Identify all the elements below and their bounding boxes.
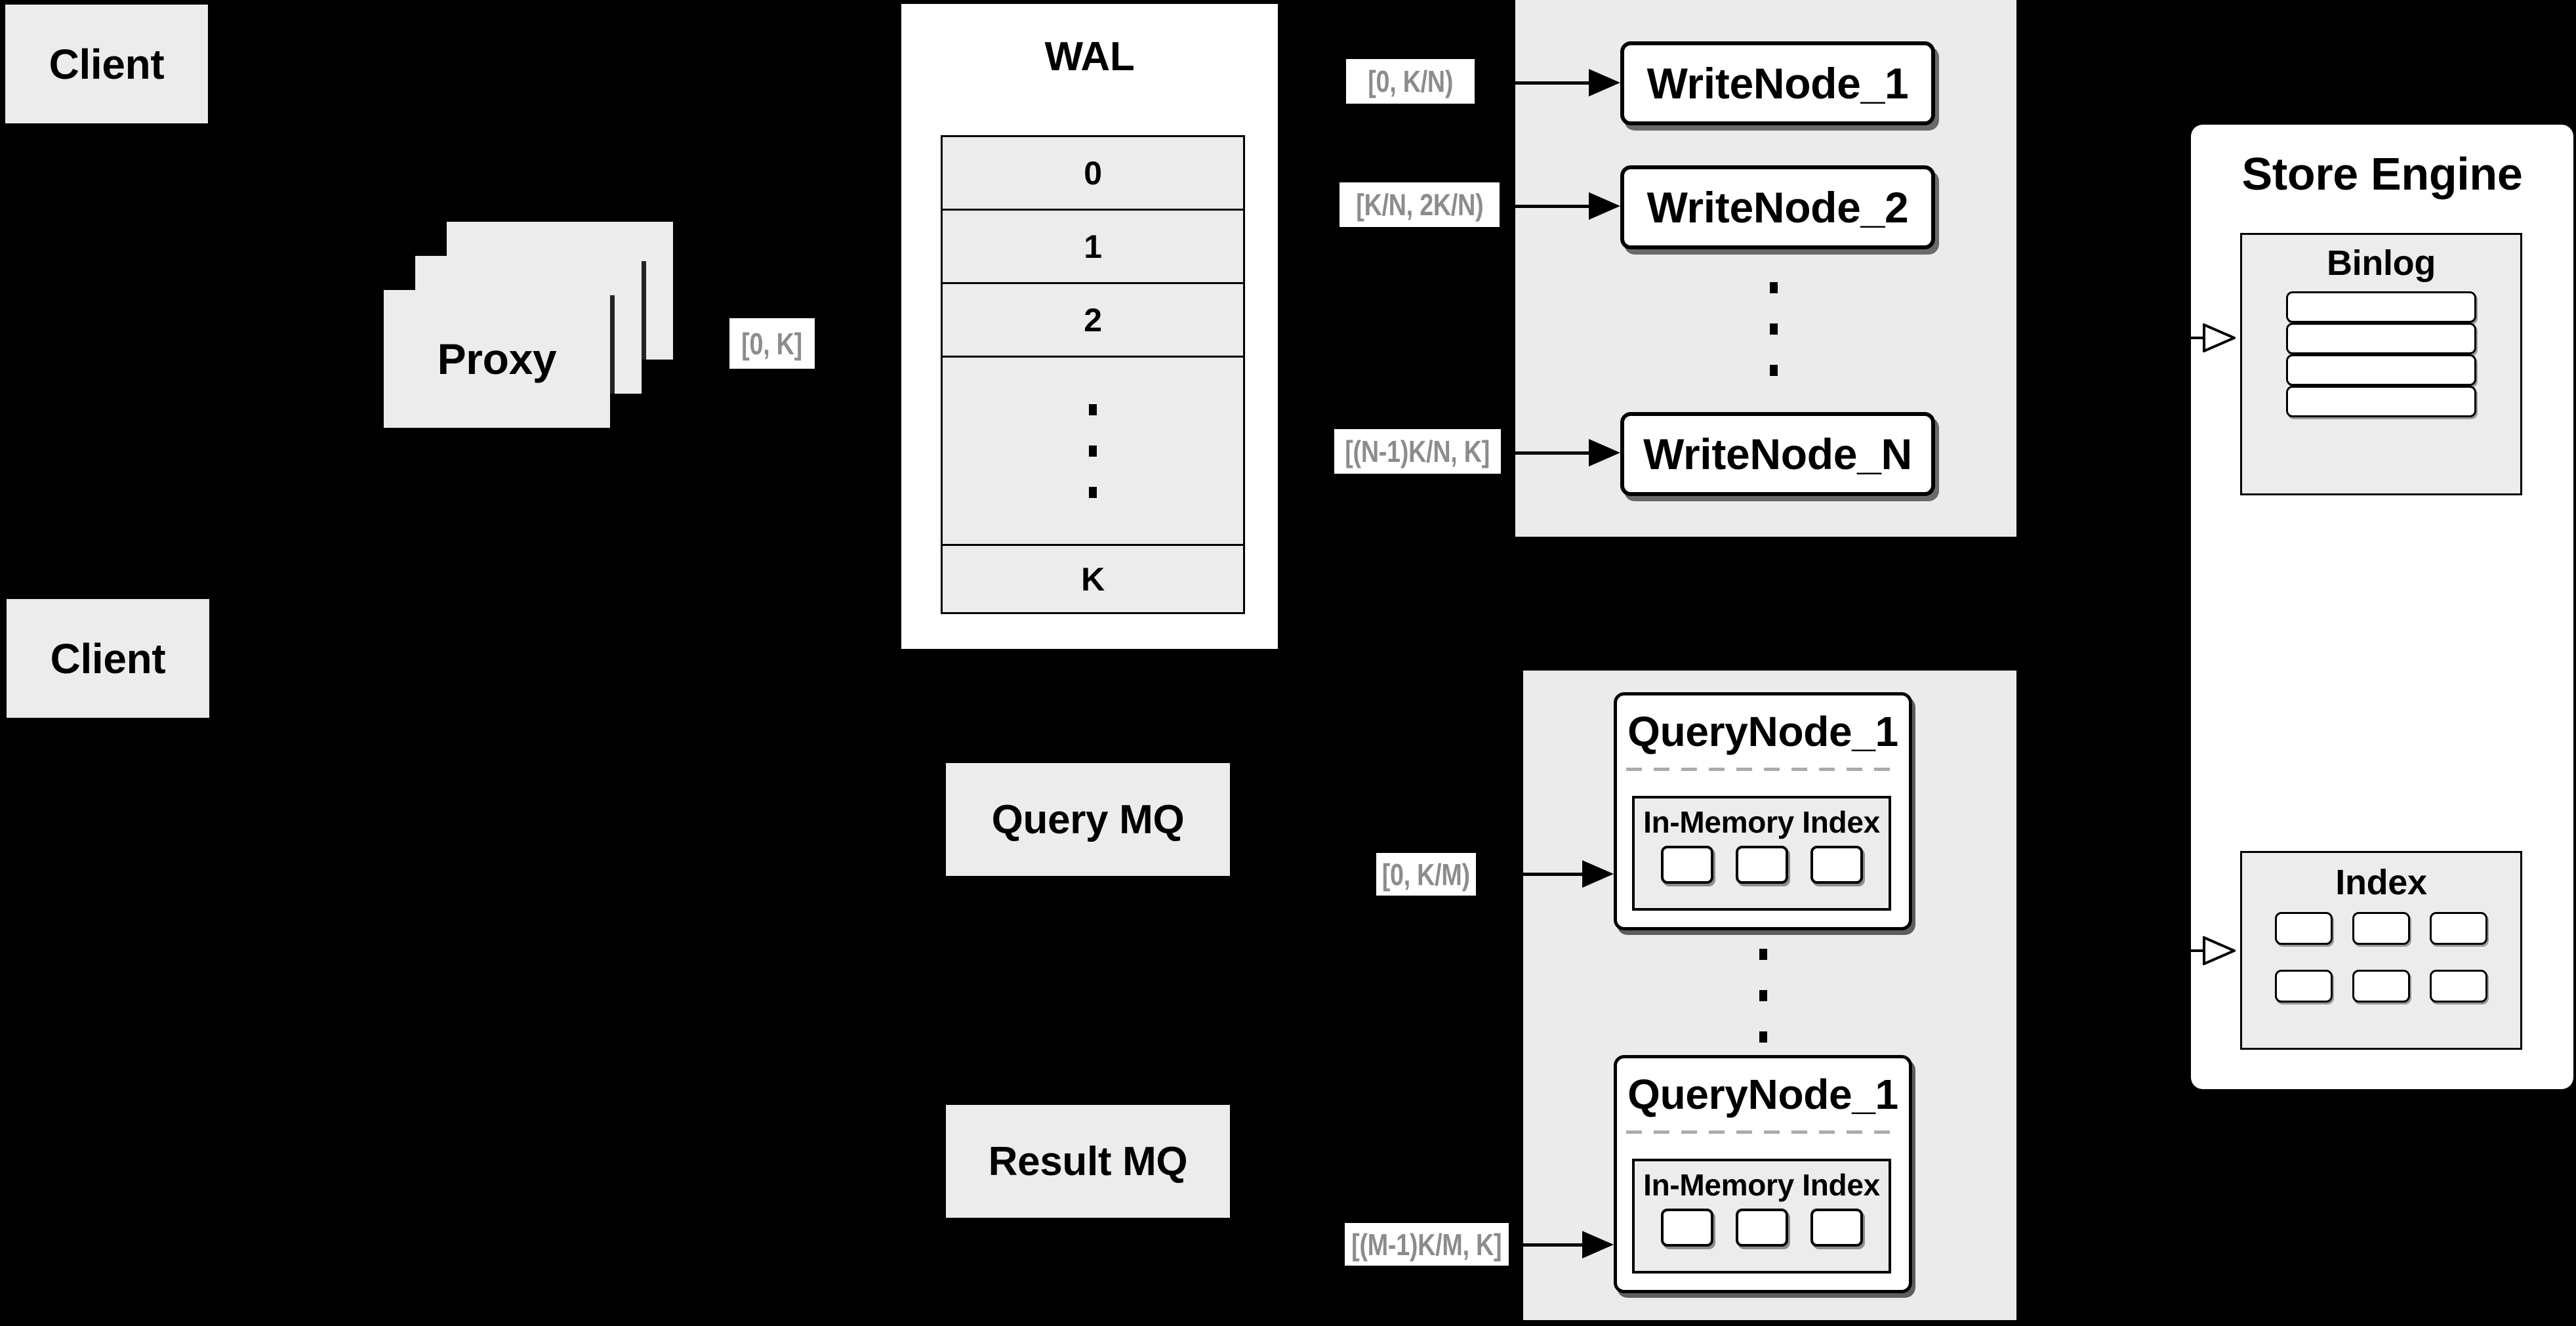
index-chunk [1660, 1209, 1713, 1247]
range-label-query-1: [0, K/M) [1376, 853, 1476, 896]
index-cell [2430, 970, 2487, 1003]
result-mq-label: Result MQ [988, 1138, 1188, 1184]
index-chunk [1810, 1209, 1863, 1247]
in-memory-index-top-title: In-Memory Index [1643, 805, 1880, 839]
index-cell [2352, 912, 2410, 945]
wal-row-ellipsis [943, 358, 1243, 546]
query-mq-box: Query MQ [946, 763, 1230, 876]
wal-row-k: K [943, 546, 1243, 612]
query-node-bottom-divider [1626, 1130, 1900, 1134]
range-label-proxy-wal: [0, K] [729, 318, 815, 369]
index-cell [2352, 970, 2410, 1003]
query-node-top-divider [1626, 768, 1900, 771]
wal-table: 0 1 2 K [941, 135, 1245, 614]
arrow-head-write-1 [1589, 69, 1620, 96]
index-chunk [1810, 846, 1863, 884]
in-memory-index-bottom-title: In-Memory Index [1643, 1168, 1880, 1202]
query-mq-label: Query MQ [991, 797, 1185, 842]
index-chunk [1660, 846, 1713, 884]
index-cell-row-2 [2242, 970, 2520, 1003]
index-cell-row-1 [2242, 912, 2520, 945]
index-cell [2430, 912, 2487, 945]
wal-ellipsis-dots [1089, 404, 1097, 498]
query-node-bottom: QueryNode_1 In-Memory Index [1614, 1055, 1912, 1293]
store-engine-title: Store Engine [2241, 148, 2523, 199]
arrow-head-write-2 [1589, 192, 1620, 220]
write-node-2: WriteNode_2 [1620, 165, 1935, 249]
index-chunk [1735, 846, 1788, 884]
arrow-line-to-index [2135, 949, 2206, 952]
binlog-row [2286, 386, 2476, 417]
arrow-line-write-1 [1477, 81, 1589, 85]
index-cell [2275, 912, 2333, 945]
arrow-head-write-n [1589, 439, 1620, 466]
index-title: Index [2335, 863, 2427, 902]
store-engine-box: Store Engine Binlog Index [2191, 125, 2573, 1089]
write-node-1: WriteNode_1 [1620, 41, 1935, 125]
index-chunks-top [1635, 846, 1889, 884]
proxy-card-front: Proxy [384, 290, 610, 428]
binlog-row [2286, 291, 2476, 323]
result-mq-box: Result MQ [946, 1105, 1230, 1218]
arrow-head-query-m [1582, 1231, 1614, 1258]
query-node-top: QueryNode_1 In-Memory Index [1614, 692, 1912, 930]
range-label-write-2: [K/N, 2K/N) [1339, 182, 1500, 227]
arrow-line-query-m [1511, 1243, 1582, 1247]
in-memory-index-box-bottom: In-Memory Index [1632, 1159, 1891, 1274]
arrow-line-write-n [1503, 451, 1589, 455]
query-node-top-title: QueryNode_1 [1627, 708, 1898, 755]
index-cell [2275, 970, 2333, 1003]
binlog-row [2286, 354, 2476, 386]
in-memory-index-box-top: In-Memory Index [1632, 796, 1891, 911]
range-label-write-n: [(N-1)K/N, K] [1334, 429, 1501, 474]
query-node-bottom-title: QueryNode_1 [1627, 1071, 1898, 1118]
index-chunks-bottom [1635, 1209, 1889, 1247]
write-node-n: WriteNode_N [1620, 412, 1935, 496]
arrow-line-write-2 [1502, 205, 1589, 208]
wal-box: WAL 0 1 2 K [899, 1, 1280, 652]
wal-row-0: 0 [943, 137, 1243, 211]
wal-title: WAL [1044, 33, 1135, 79]
range-label-write-1: [0, K/N) [1346, 59, 1475, 104]
client-bottom-label: Client [50, 634, 166, 682]
arrow-head-to-binlog [2203, 323, 2236, 352]
wal-row-2: 2 [943, 284, 1243, 358]
index-chunk [1735, 1209, 1788, 1247]
arrow-line-query-1 [1479, 873, 1582, 876]
write-nodes-ellipsis-dots [1770, 282, 1778, 376]
index-box: Index [2240, 851, 2522, 1050]
wal-row-1: 1 [943, 211, 1243, 284]
binlog-rows [2242, 291, 2520, 417]
proxy-label: Proxy [437, 335, 557, 383]
client-box-top: Client [5, 5, 208, 123]
binlog-title: Binlog [2326, 243, 2436, 283]
client-top-label: Client [49, 40, 165, 88]
range-label-query-m: [(M-1)K/M, K] [1345, 1223, 1509, 1266]
arrow-head-query-1 [1582, 860, 1614, 888]
arrow-line-to-binlog [2135, 337, 2206, 339]
arrow-head-to-index [2203, 936, 2236, 965]
binlog-row [2286, 323, 2476, 354]
binlog-box: Binlog [2240, 233, 2522, 495]
query-nodes-ellipsis-dots [1759, 949, 1767, 1043]
client-box-bottom: Client [7, 599, 209, 718]
